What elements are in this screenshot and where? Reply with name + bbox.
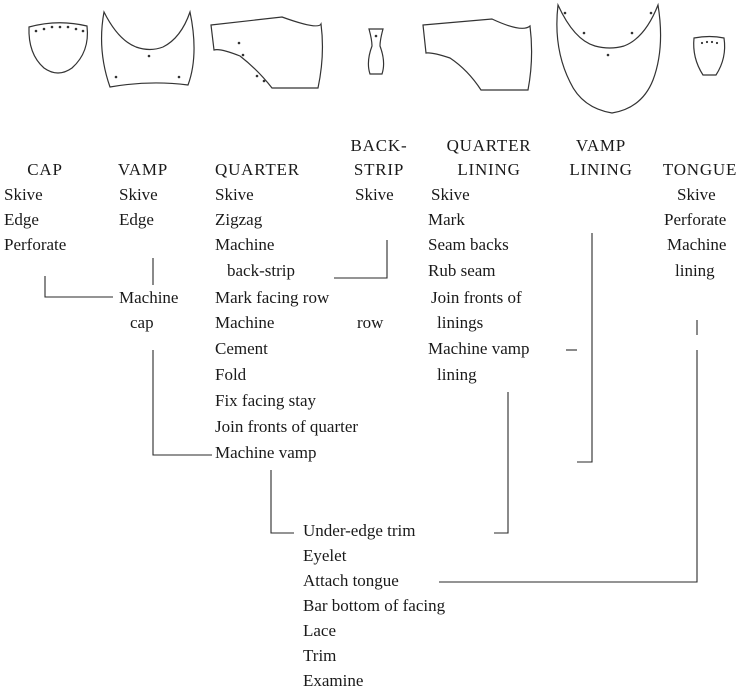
header-quarter: QUARTER [215, 160, 300, 179]
header-quarter-lining-line2: LINING [457, 160, 521, 179]
quarter-op-backstrip: back-strip [227, 261, 295, 280]
qlining-op-seam-backs: Seam backs [428, 235, 509, 254]
vamp-op-edge: Edge [119, 210, 154, 229]
quarter-op-mark-facing-row: Mark facing row [215, 288, 330, 307]
quarter-op-machine-vamp: Machine vamp [215, 443, 317, 462]
qlining-op-join-fronts: Join fronts of [431, 288, 522, 307]
quarter-lining-piece [422, 18, 533, 91]
cap-piece [28, 22, 89, 74]
machine-cap-line1: Machine [119, 288, 179, 307]
final-op-trim: Trim [303, 646, 337, 665]
header-quarter-lining-line1: QUARTER [446, 136, 532, 155]
final-op-eyelet: Eyelet [303, 546, 347, 565]
qlining-op-linings: linings [437, 313, 484, 332]
qlining-op-skive: Skive [431, 185, 470, 204]
quarter-piece [210, 16, 324, 89]
vamp-piece [100, 9, 195, 88]
backstrip-op-skive: Skive [355, 185, 394, 204]
final-op-lace: Lace [303, 621, 337, 640]
header-vamp: VAMP [117, 160, 169, 179]
cap-op-perforate: Perforate [4, 235, 67, 254]
quarter-op-fix-facing-stay: Fix facing stay [215, 391, 317, 410]
final-op-examine: Examine [303, 671, 364, 690]
tongue-op-lining: lining [675, 261, 715, 280]
final-op-attach-tongue: Attach tongue [303, 571, 399, 590]
header-tongue: TONGUE [662, 160, 738, 179]
connector-lines [44, 233, 698, 583]
header-backstrip-line2: STRIP [353, 160, 405, 179]
qlining-op-rub-seam: Rub seam [428, 261, 496, 280]
header-cap: CAP [27, 160, 63, 179]
cap-op-edge: Edge [4, 210, 39, 229]
quarter-op-machine: Machine [215, 235, 275, 254]
machine-cap-line2: cap [130, 313, 154, 332]
cap-op-skive: Skive [4, 185, 43, 204]
tongue-piece [693, 35, 726, 76]
quarter-op-machine-row: Machine [215, 313, 275, 332]
header-vamp-lining-line1: VAMP [575, 136, 627, 155]
vamp-lining-piece [556, 2, 662, 114]
vamp-op-skive: Skive [119, 185, 158, 204]
header-vamp-lining-line2: LINING [569, 160, 633, 179]
final-op-under-edge-trim: Under-edge trim [303, 521, 416, 540]
quarter-op-join-fronts: Join fronts of quarter [215, 417, 359, 436]
quarter-op-zigzag: Zigzag [215, 210, 263, 229]
quarter-op-fold: Fold [215, 365, 247, 384]
qlining-op-machine-vamp: Machine vamp [428, 339, 530, 358]
final-op-bar-bottom: Bar bottom of facing [303, 596, 446, 615]
qlining-op-lining: lining [437, 365, 477, 384]
tongue-op-machine: Machine [667, 235, 727, 254]
quarter-op-row: row [357, 313, 384, 332]
qlining-op-mark: Mark [428, 210, 465, 229]
quarter-op-skive: Skive [215, 185, 254, 204]
tongue-op-perforate: Perforate [664, 210, 727, 229]
quarter-op-cement: Cement [215, 339, 268, 358]
backstrip-piece [367, 28, 385, 75]
tongue-op-skive: Skive [677, 185, 716, 204]
header-backstrip-line1: BACK- [350, 136, 408, 155]
